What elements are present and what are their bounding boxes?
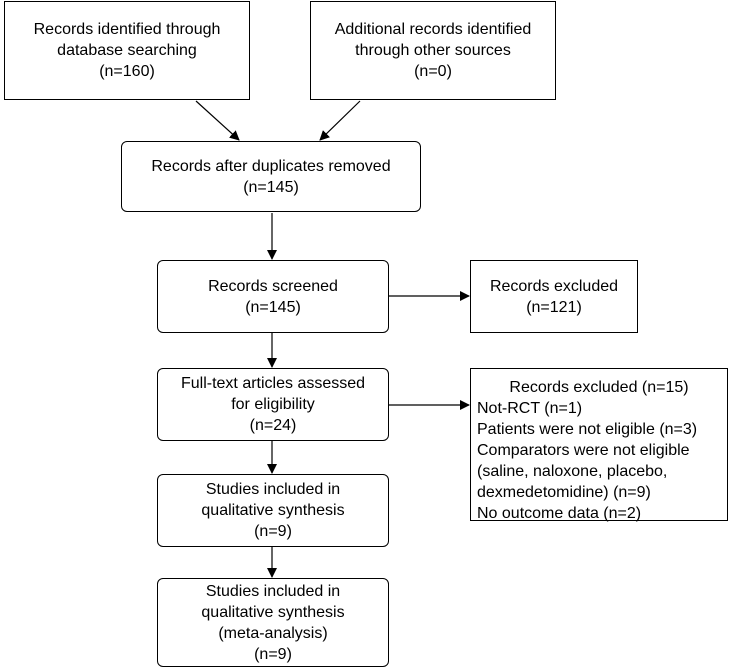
box-records-screened: Records screened (n=145) [157,260,389,333]
box-records-excluded-screening: Records excluded (n=121) [470,260,638,333]
box-database-line-3: (n=160) [99,63,155,80]
box-duplicates-removed: Records after duplicates removed (n=145) [121,141,421,212]
box-fulltext-line-1: Full-text articles assessed [180,375,366,392]
box-other-sources: Additional records identified through ot… [310,1,556,100]
excluded-reason-item: Not-RCT (n=1) [477,400,583,417]
box-meta-line-3: (meta-analysis) [218,624,328,642]
box-qualitative-line-2: qualitative synthesis [201,502,345,519]
box-excluded-screen-line-1: Records excluded [489,277,619,295]
box-screened-line-1: Records screened [208,277,338,295]
excluded-full-text-heading: Records excluded (n=15) [509,379,689,396]
box-duplicates-line-1: Records after duplicates removed [151,157,391,175]
box-fulltext-line-2: for eligibility [231,396,315,413]
box-qualitative-line-1: Studies included in [205,481,341,498]
box-excluded-screen-line-2: (n=121) [526,298,582,316]
box-qualitative-line-3: (n=9) [254,523,292,540]
excluded-reason-item: dexmedetomidine) (n=9) [477,484,651,501]
box-meta-analysis: Studies included in qualitative synthesi… [157,578,389,667]
box-meta-line-4: (n=9) [254,645,292,663]
box-fulltext-line-3: (n=24) [249,417,297,434]
box-meta-line-1: Studies included in [205,582,341,600]
box-database-search: Records identified through database sear… [4,1,250,100]
box-screened-line-2: (n=145) [245,298,301,316]
box-other-line-1: Additional records identified [334,21,532,38]
arrow-database-to-duplicates [195,100,240,141]
box-meta-line-2: qualitative synthesis [201,603,345,621]
box-database-line-1: Records identified through [33,21,221,38]
box-duplicates-line-2: (n=145) [243,178,299,196]
excluded-reason-item: Comparators were not eligible [477,442,690,459]
excluded-reason-item: Patients were not eligible (n=3) [477,421,698,438]
excluded-reason-item: (saline, naloxone, placebo, [477,463,668,480]
box-other-line-3: (n=0) [414,63,452,80]
box-qualitative-synthesis: Studies included in qualitative synthesi… [157,474,389,547]
box-database-line-2: database searching [57,42,197,59]
arrow-other-to-duplicates [319,100,361,141]
box-other-line-2: through other sources [355,42,511,59]
box-records-excluded-full-text: Records excluded (n=15) Not-RCT (n=1) Pa… [470,368,728,522]
box-full-text-assessed: Full-text articles assessed for eligibil… [157,368,389,441]
excluded-reason-item: No outcome data (n=2) [477,505,642,522]
